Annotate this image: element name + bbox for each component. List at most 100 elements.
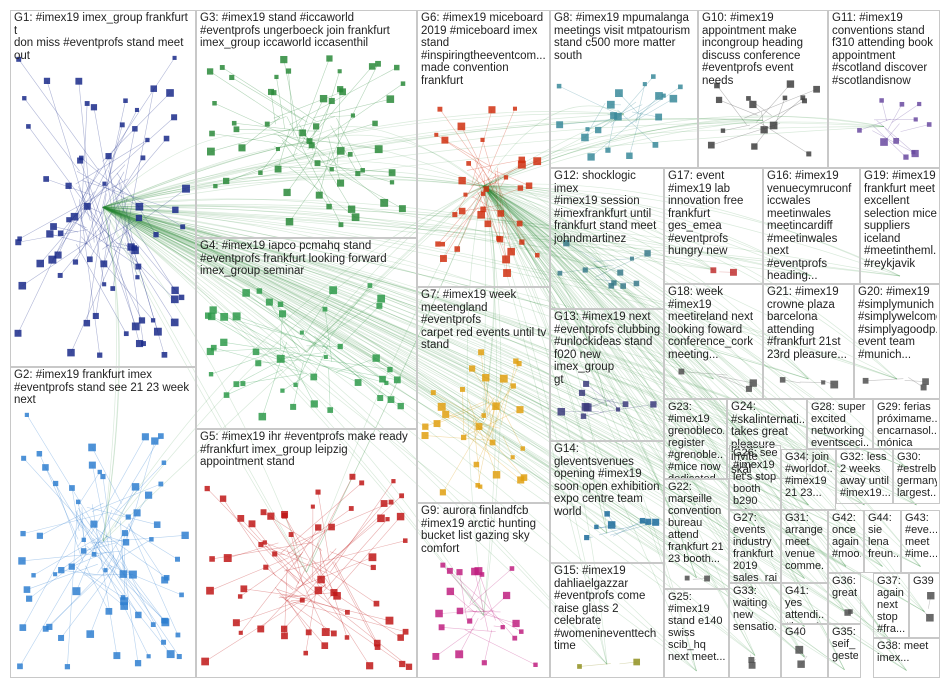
vertex [880,138,888,146]
group-box-g36: G36: great [828,573,861,624]
inter-group-edge [102,206,608,407]
group-box-g35: G35: seif_ gester... [828,624,861,678]
vertex [480,206,486,213]
edge [330,115,353,118]
edge [462,389,465,435]
vertex [135,611,142,619]
edge [487,108,516,174]
edge [76,171,140,207]
inter-group-edge [483,183,901,277]
edge [584,102,606,138]
vertex [507,247,515,256]
vertex [584,534,590,541]
inter-group-edge [102,173,484,208]
edge [495,179,523,243]
edge [464,629,536,666]
group-label-g15: G15: #imex19 dahliaelgazzar #eventprofs … [554,565,657,652]
vertex [48,255,57,264]
vertex [86,630,95,638]
edge [52,203,89,260]
vertex [299,129,306,137]
inter-group-edge [102,170,484,208]
inter-group-edge [306,185,484,353]
vertex [385,517,390,522]
group-box-g16: G16: #imex19 venuecymruconf iccwales mee… [763,168,860,284]
vertex [348,506,354,511]
vertex [329,167,334,172]
inter-group-edge [102,175,484,208]
inter-group-edge [483,185,608,407]
vertex [605,147,611,153]
vertex [477,210,485,219]
vertex [206,347,214,356]
vertex [123,331,129,337]
vertex [779,377,786,383]
edge [487,177,501,214]
edge [111,213,182,298]
edge [288,71,294,136]
vertex [388,499,394,505]
inter-group-edge [483,185,768,471]
vertex [655,113,663,121]
vertex [290,403,297,410]
edge [474,159,487,190]
group-label-g3: G3: #imex19 stand #iccaworld #eventprofs… [200,12,390,49]
vertex [161,460,167,465]
vertex [433,420,441,428]
group-box-g23: G23: #imex19 grenobleco... register #gre… [664,399,727,479]
inter-group-edge [102,206,809,506]
vertex [144,491,153,499]
inter-group-edge [102,206,865,506]
edge [19,552,87,667]
inter-group-edge [102,206,907,671]
inter-group-edge [102,206,883,567]
edge [274,586,326,646]
edge [285,596,309,633]
edge [583,411,605,417]
inter-group-edge [483,185,898,380]
group-box-g2: G2: #imex19 frankfurt imex #eventprofs s… [10,367,196,678]
vertex [644,250,651,257]
vertex [277,301,284,308]
inter-group-edge [102,206,845,612]
vertex [19,624,27,631]
vertex [917,101,922,107]
vertex [179,592,184,598]
group-label-g36: G36: great [832,575,858,599]
edge [269,301,301,353]
edge [22,512,107,534]
inter-group-edge [102,113,625,208]
inter-group-edge [102,126,885,208]
vertex [458,207,466,215]
vertex [21,455,27,461]
edge [328,63,379,163]
vertex [321,628,330,637]
inter-group-edge [483,185,812,277]
vertex [171,114,178,121]
edge [598,521,649,536]
edge [286,116,342,225]
group-label-g14: G14: gleventsvenues opening #imex19 soon… [554,443,660,518]
inter-group-edge [102,206,865,506]
edge [782,379,801,384]
edge [209,71,281,118]
inter-group-edge [483,185,898,380]
edge [231,77,301,119]
inter-group-edge [483,185,847,567]
edge [60,191,95,234]
vertex [746,96,751,101]
vertex [422,423,429,430]
edge [332,561,378,648]
vertex [276,354,285,363]
inter-group-edge [483,185,714,271]
inter-group-edge [483,185,696,506]
vertex [102,282,107,287]
edge [240,553,302,597]
vertex [175,632,181,638]
inter-group-edge [102,206,809,380]
vertex [135,275,140,280]
vertex [146,654,151,659]
edge [329,551,374,568]
group-box-g34: G34: join #worldof... #imex19 21 23... [781,449,836,510]
